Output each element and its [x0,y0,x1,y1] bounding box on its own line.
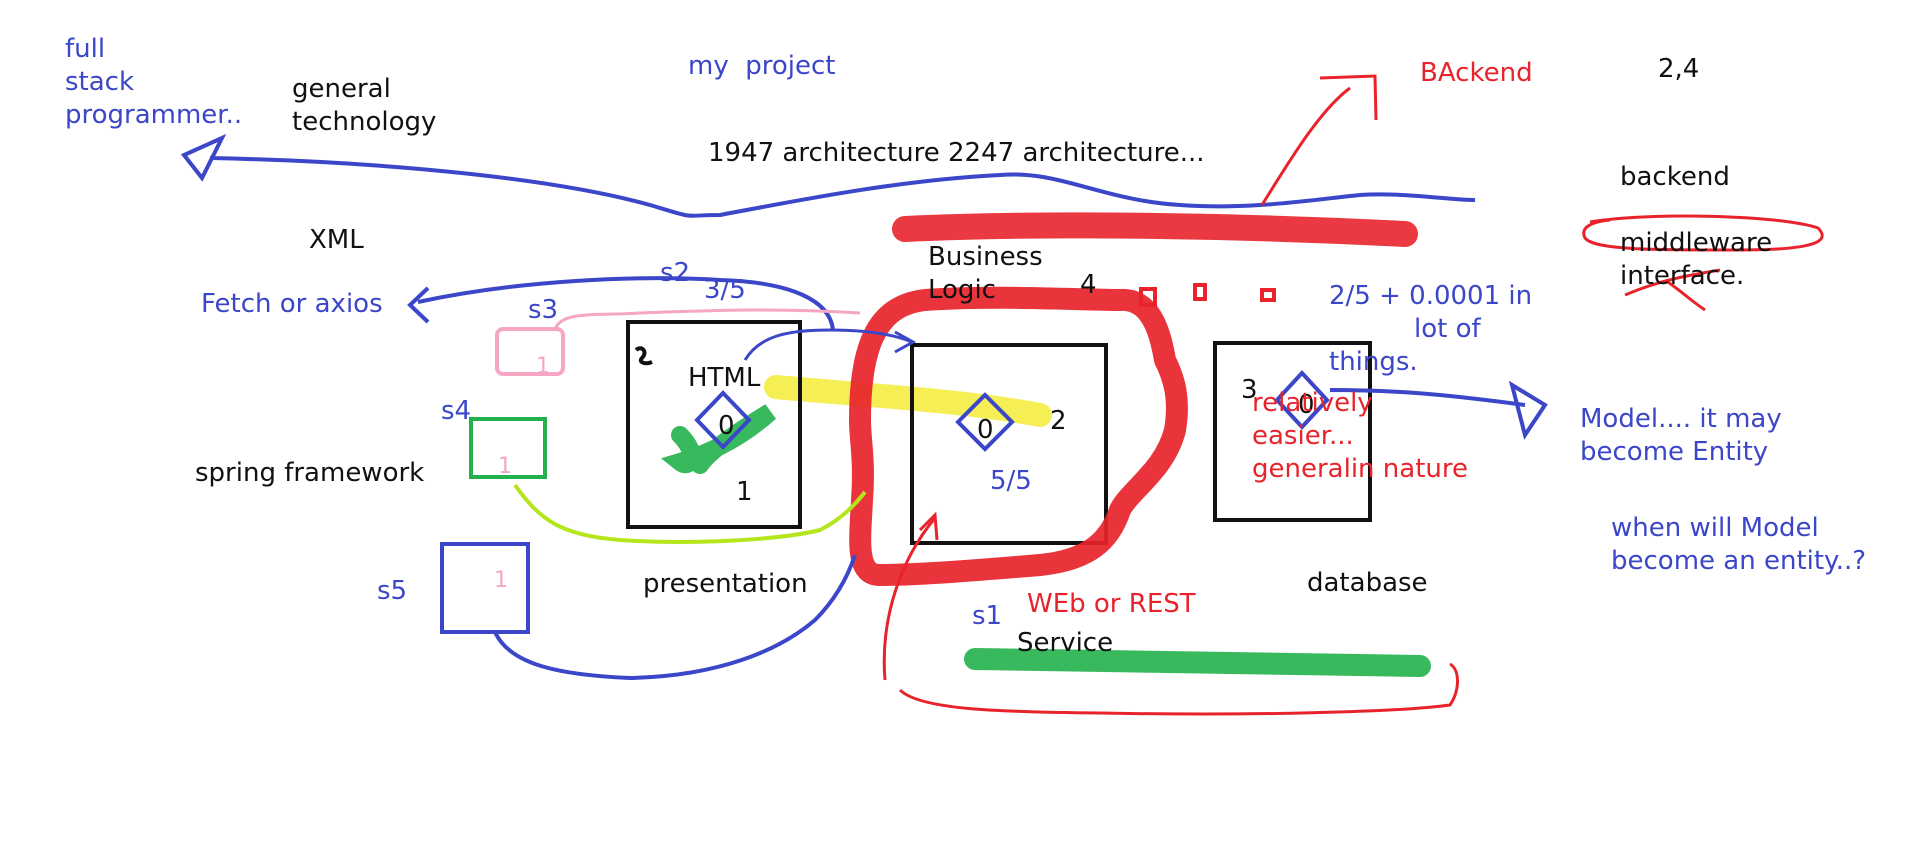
backend-label: backend [1620,162,1730,192]
business-logic-2: Logic [928,275,996,305]
three-fifth-label: 3/5 [704,275,746,305]
red-ellipse-middleware [1582,214,1824,252]
red-arrowhead-backend [1319,74,1378,121]
xml-label: XML [309,225,364,255]
business-logic-1: Business [928,242,1043,272]
html-label: HTML [688,363,761,393]
full-stack-label-3: programmer.. [65,100,243,130]
blue-arrowhead-bl [894,330,917,354]
s4-box [469,417,547,479]
presentation-box [626,320,802,529]
architecture-label: 1947 architecture 2247 architecture... [708,138,1205,168]
s5-box [440,542,530,634]
spring-label: spring framework [195,458,425,488]
red-highlight-top [892,212,1418,247]
general-technology-2: technology [292,107,437,137]
blue-arrow-model [1329,388,1526,407]
green-highlight-service [964,648,1431,677]
relatively-2: easier... [1252,421,1354,451]
s5-label: s5 [377,576,408,606]
diamond-db [1274,370,1330,430]
red-arrow-backend [1260,86,1351,206]
red-loop [849,286,1188,586]
black-squiggle [634,346,653,366]
when-model-1: when will Model [1611,513,1819,543]
model-label-2: become Entity [1580,437,1769,467]
blue-curve-s5 [493,554,857,681]
yellow-highlight [764,375,1052,427]
bl-zero: 0 [977,415,994,445]
s3-label: s3 [528,295,559,325]
blue-arrowhead-left [180,133,227,182]
red-cross-interface [1624,268,1721,312]
blue-arrow-into-bl [743,328,913,361]
general-technology-1: general [292,74,391,104]
lime-curve [513,483,867,544]
s4-label: s4 [441,396,472,426]
pink-one-s4: 1 [498,454,512,479]
red-arrow-web [882,517,937,681]
service-label: Service [1017,628,1114,658]
database-box [1213,341,1372,522]
presentation-label: presentation [643,569,808,599]
diamond-html [694,390,752,450]
bl-two: 2 [1050,406,1067,436]
green-scribble [660,404,777,474]
red-small-square-3 [1260,288,1276,302]
s3-box [495,327,565,376]
blue-arrowhead-model [1508,380,1548,440]
two-fifth-2: lot of [1414,314,1481,344]
fetch-label: Fetch or axios [201,289,383,319]
html-zero: 0 [718,411,735,441]
html-one: 1 [736,477,753,507]
diamond-bl [955,392,1015,452]
four-label: 4 [1080,270,1097,300]
full-stack-label-1: full [65,34,106,64]
s2-label: s2 [660,258,691,288]
interface-label: interface. [1620,261,1745,291]
model-label-1: Model.... it may [1580,404,1782,434]
db-three: 3 [1241,375,1258,405]
red-curve-service [898,662,1459,716]
pink-line [553,308,861,331]
two-four-label: 2,4 [1658,54,1700,84]
pink-one-s5: 1 [494,568,508,593]
s1-label: s1 [972,601,1003,631]
five-fifth-label: 5/5 [990,466,1032,496]
pink-one-s3: 1 [536,354,550,379]
middleware-label: middleware [1620,228,1773,258]
business-logic-box [910,343,1108,545]
backend-red-label: BAckend [1420,58,1533,88]
blue-wavy-line [209,156,1476,218]
red-arrowhead-web [918,511,939,541]
db-zero: 0 [1298,390,1315,420]
relatively-1: relatively [1252,388,1373,418]
web-rest-label: WEb or REST [1027,589,1196,619]
database-label: database [1307,568,1428,598]
two-fifth-3: things. [1329,347,1418,377]
full-stack-label-2: stack [65,67,135,97]
two-fifth-1: 2/5 + 0.0001 in [1329,281,1533,311]
fetch-arrowhead [407,286,430,324]
fetch-arrow-line [417,276,835,331]
relatively-3: generalin nature [1252,454,1468,484]
red-small-square-2 [1193,283,1207,301]
when-model-2: become an entity..? [1611,546,1867,576]
my-project-label: my project [688,51,836,81]
